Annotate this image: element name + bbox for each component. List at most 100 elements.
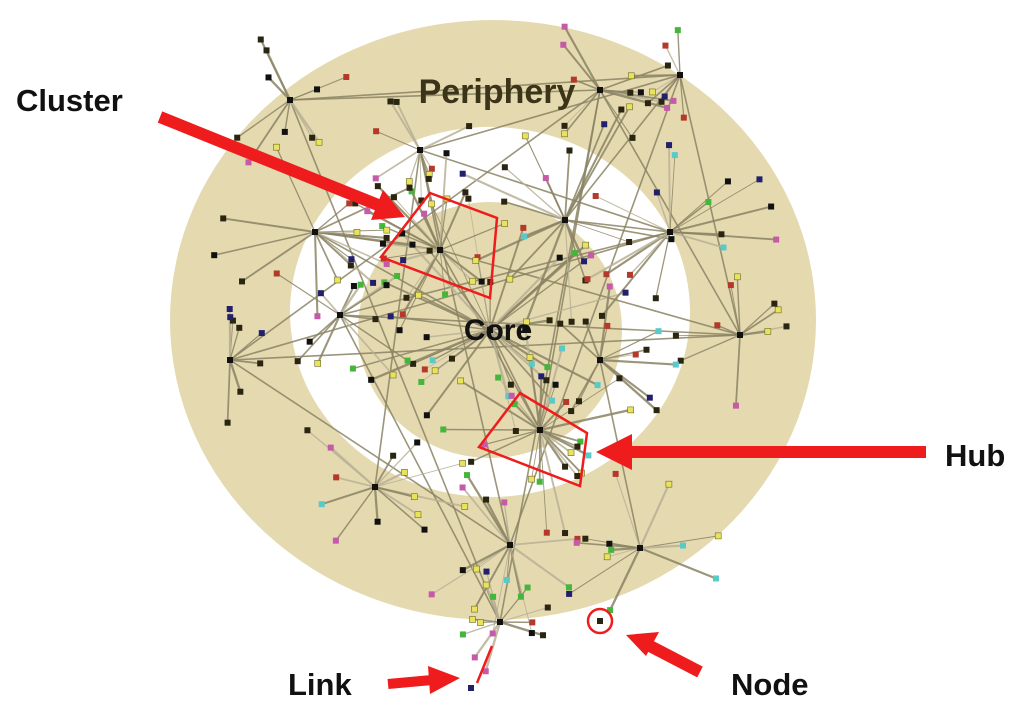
network-node (538, 373, 545, 380)
network-node (401, 469, 408, 476)
network-link (499, 606, 548, 623)
network-link (538, 348, 564, 431)
network-node (521, 132, 529, 140)
network-node (582, 535, 589, 542)
network-node (626, 103, 633, 111)
network-node (714, 322, 721, 329)
network-node (585, 452, 592, 459)
network-node (245, 159, 252, 166)
network-link (509, 219, 566, 280)
network-node (548, 397, 555, 404)
network-node (418, 378, 425, 385)
network-node (511, 401, 518, 408)
network-link (639, 547, 717, 580)
network-link (339, 314, 394, 376)
network-link (595, 195, 671, 233)
network-link (509, 544, 570, 589)
network-node (273, 270, 280, 277)
network-node (563, 398, 570, 405)
network-node (626, 239, 633, 246)
network-link (276, 273, 341, 316)
network-node (383, 226, 391, 234)
network-node (229, 317, 236, 324)
network-link (228, 359, 242, 393)
network-node (671, 152, 678, 159)
network-link (408, 149, 421, 182)
network-link (314, 231, 352, 266)
network-node (387, 98, 394, 105)
network-link (484, 429, 541, 446)
network-link (374, 462, 463, 488)
network-node (318, 501, 325, 508)
network-node (239, 278, 246, 285)
network-link (525, 219, 567, 323)
network-node (379, 223, 386, 230)
network-node (440, 426, 447, 433)
network-link (669, 178, 760, 233)
network-node (469, 616, 476, 623)
network-link (669, 231, 724, 249)
network-node (536, 478, 543, 485)
link-arrow-shaft (387, 675, 433, 689)
network-link (631, 74, 681, 77)
network-link (647, 74, 681, 104)
network-link (599, 348, 647, 361)
network-node (568, 408, 575, 415)
network-link (564, 219, 630, 243)
network-link (739, 330, 768, 337)
network-node (501, 164, 508, 171)
network-link (503, 502, 511, 546)
network-link (475, 218, 566, 262)
network-node (379, 240, 386, 247)
network-link (419, 74, 681, 151)
network-node (658, 98, 665, 105)
network-node (423, 412, 430, 419)
network-node (489, 630, 496, 637)
network-node (429, 357, 436, 364)
network-link (499, 587, 529, 623)
network-link (562, 44, 601, 91)
network-node (374, 518, 381, 525)
network-link (539, 401, 567, 431)
network-node (387, 313, 394, 320)
network-link (314, 231, 387, 265)
network-node (350, 282, 357, 289)
network-node (468, 458, 475, 465)
network-link (669, 205, 772, 233)
network-link (236, 99, 291, 139)
network-node (327, 444, 334, 451)
network-link (599, 330, 659, 361)
network-node (783, 323, 790, 330)
network-node (464, 472, 471, 479)
network-node (672, 332, 679, 339)
network-node (570, 76, 577, 83)
network-node (353, 228, 361, 236)
network-link (390, 315, 491, 331)
network-node (337, 312, 343, 318)
network-link (513, 403, 541, 431)
network-node (399, 230, 406, 237)
network-link (462, 544, 511, 572)
network-link (389, 100, 421, 151)
network-node (417, 147, 423, 153)
network-link (599, 88, 668, 110)
network-link (439, 191, 467, 251)
network-node (627, 72, 635, 80)
network-node (643, 346, 650, 353)
network-node (773, 236, 780, 243)
network-link (680, 334, 741, 362)
network-node (604, 322, 611, 329)
network-link (223, 217, 316, 233)
network-node (372, 175, 379, 182)
network-node (566, 147, 573, 154)
network-link (375, 149, 421, 180)
network-link (539, 384, 556, 431)
network-link (739, 309, 779, 336)
network-link (675, 334, 741, 337)
network-node (632, 351, 639, 358)
network-link (599, 89, 633, 139)
network-link (439, 198, 448, 251)
network-link (564, 109, 623, 221)
network-link (314, 231, 339, 281)
network-link (374, 485, 415, 498)
